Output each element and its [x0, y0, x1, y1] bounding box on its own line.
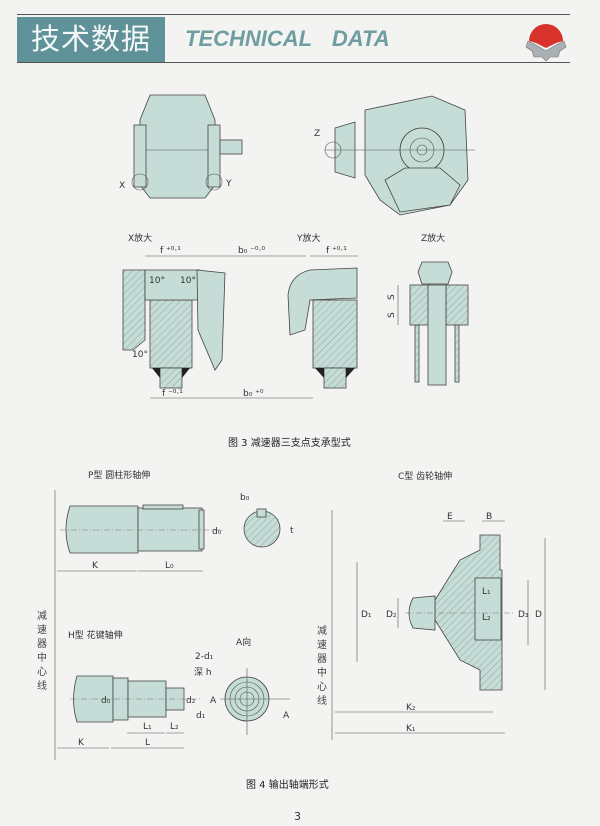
dim-s-1: S [387, 294, 397, 300]
c-type-shaft: C型 齿轮轴伸 E B D₁ D₂ D₃ D L₁ L₂ K₂ K₁ [331, 470, 546, 740]
dim-b-top: b₀ ⁻⁰·⁰ [238, 246, 265, 256]
depth-label: 深 h [194, 667, 212, 678]
c-dim-l2: L₂ [482, 613, 491, 623]
figure3-caption: 图 3 减速器三支点支承型式 [228, 436, 351, 449]
h-dim-l: L [145, 738, 150, 748]
c-dim-l1: L₁ [482, 587, 491, 597]
detail-x: X放大 f ⁺⁰·¹ b₀ ⁻⁰·⁰ 10° 10° 10° f ⁻⁰·¹ b₀… [122, 232, 313, 399]
p-dim-l: L₀ [165, 561, 174, 571]
reducer-front-view: X Y [119, 94, 243, 199]
p-dim-t: t [290, 526, 294, 536]
c-dim-d: D [535, 610, 542, 620]
h-type-title: H型 花键轴伸 [68, 629, 123, 641]
h-dim-k: K [78, 738, 85, 748]
c-dim-d3: D₃ [518, 610, 529, 620]
h-type-shaft: H型 花键轴伸 K L L₁ L₂ d₀ d₂ d₁ A A向 2-d₁ 深 h… [57, 629, 290, 749]
a-view-title: A向 [236, 636, 251, 648]
company-logo-icon [525, 24, 567, 62]
h-dim-a1: A [210, 696, 217, 706]
p-dim-k: K [92, 561, 99, 571]
h-dim-d2: d₂ [186, 696, 196, 706]
p-dim-b: b₀ [240, 493, 250, 503]
detail-title-z: Z放大 [421, 232, 445, 244]
header-title-en: TECHNICAL DATA [185, 26, 390, 51]
angle-label-2: 10° [180, 276, 196, 286]
c-dim-k2: K₂ [406, 703, 416, 713]
detail-title-y: Y放大 [296, 232, 321, 244]
dim-s-2: S [387, 312, 397, 318]
view-label-z: Z [314, 129, 320, 139]
angle-label-3: 10° [132, 350, 148, 360]
h-dim-a2: A [283, 711, 290, 721]
header-bottom-rule [17, 62, 570, 63]
c-dim-k1: K₁ [406, 724, 416, 734]
c-dim-d2: D₂ [386, 610, 397, 620]
h-dim-d0: d₀ [101, 696, 111, 706]
c-dim-d1: D₁ [361, 610, 372, 620]
centerline-label-right: 减速器中心线 [317, 626, 327, 707]
figure4-caption: 图 4 输出轴端形式 [246, 778, 329, 791]
view-label-y: Y [225, 179, 232, 189]
detail-z: Z放大 S S [387, 232, 469, 386]
header-top-rule [17, 14, 570, 15]
centerline-label-left: 减速器中心线 [37, 611, 47, 692]
dim-f-top-y: f ⁺⁰·¹ [326, 246, 347, 256]
dim-f-bottom: f ⁻⁰·¹ [162, 389, 183, 399]
p-type-shaft: P型 圆柱形轴伸 K L₀ d₀ b₀ t [54, 469, 294, 760]
view-label-x: X [119, 181, 125, 191]
detail-title-x: X放大 [128, 232, 152, 244]
h-dim-l2: L₂ [170, 722, 179, 732]
h-dim-l1: L₁ [143, 722, 152, 732]
h-dim-d1: d₁ [196, 711, 206, 721]
c-type-title: C型 齿轮轴伸 [398, 470, 452, 482]
p-dim-d: d₀ [212, 527, 222, 537]
c-dim-e: E [447, 512, 453, 522]
reducer-side-view: Z [314, 95, 475, 216]
p-type-title: P型 圆柱形轴伸 [88, 469, 150, 481]
c-dim-b: B [486, 512, 492, 522]
detail-y: Y放大 f ⁺⁰·¹ [287, 232, 358, 389]
page-number: 3 [294, 810, 301, 823]
hole-label: 2-d₁ [195, 652, 214, 662]
dim-b-bottom: b₀ ⁺⁰ [243, 389, 264, 399]
header-title-cn: 技术数据 [17, 17, 165, 62]
angle-label-1: 10° [149, 276, 165, 286]
dim-f-top-x: f ⁺⁰·¹ [160, 246, 181, 256]
